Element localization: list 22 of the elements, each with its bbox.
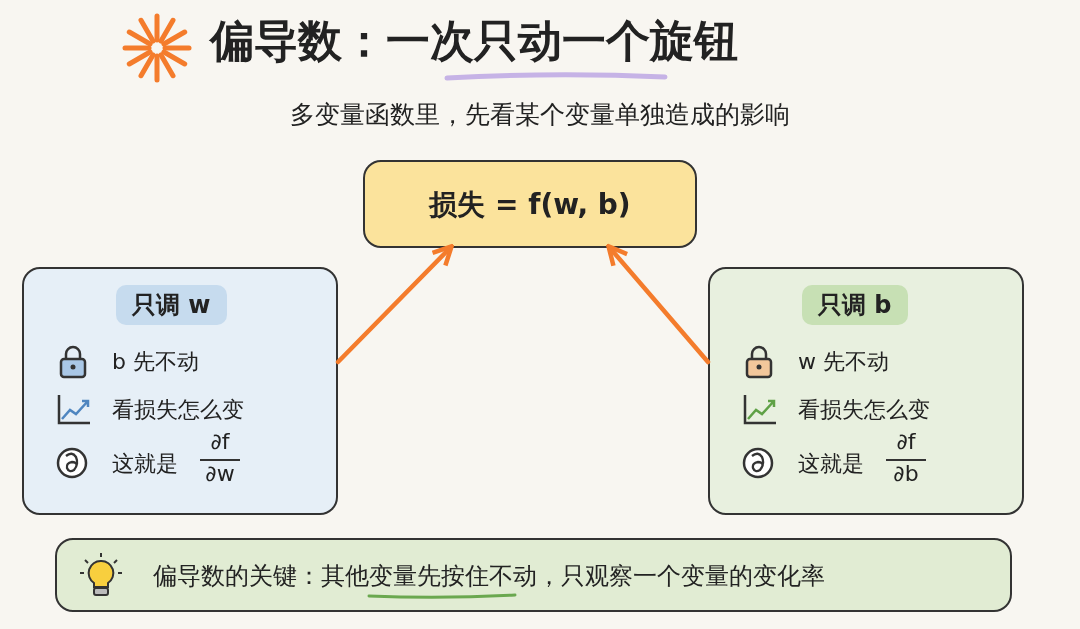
step-text: 看损失怎么变 (798, 396, 930, 424)
step-text: b 先不动 (112, 348, 199, 376)
definition-text: 这就是 (112, 450, 178, 478)
variable-tag: 只调 b (802, 285, 908, 325)
step-text: 看损失怎么变 (112, 396, 244, 424)
formula-box (363, 160, 697, 248)
subtitle: 多变量函数里，先看某个变量单独造成的影响 (289, 99, 791, 131)
variable-tag: 只调 w (116, 285, 227, 325)
formula-text: 损失 = f(w, b) (427, 187, 632, 223)
title: 偏导数：一次只动一个旋钮 (210, 14, 738, 68)
arrow (335, 244, 454, 365)
info-card (708, 267, 1024, 515)
tip-banner (55, 538, 1012, 612)
arrow (606, 244, 711, 365)
fraction-numerator: ∂f (895, 429, 917, 454)
fraction-denominator: ∂b (886, 459, 926, 486)
definition-text: 这就是 (798, 450, 864, 478)
key-point: 偏导数的关键：其他变量先按住不动，只观察一个变量的变化率 (153, 561, 825, 592)
fraction-numerator: ∂f (209, 429, 231, 454)
step-text: w 先不动 (798, 348, 889, 376)
info-card (22, 267, 338, 515)
fraction-denominator: ∂w (200, 459, 240, 486)
